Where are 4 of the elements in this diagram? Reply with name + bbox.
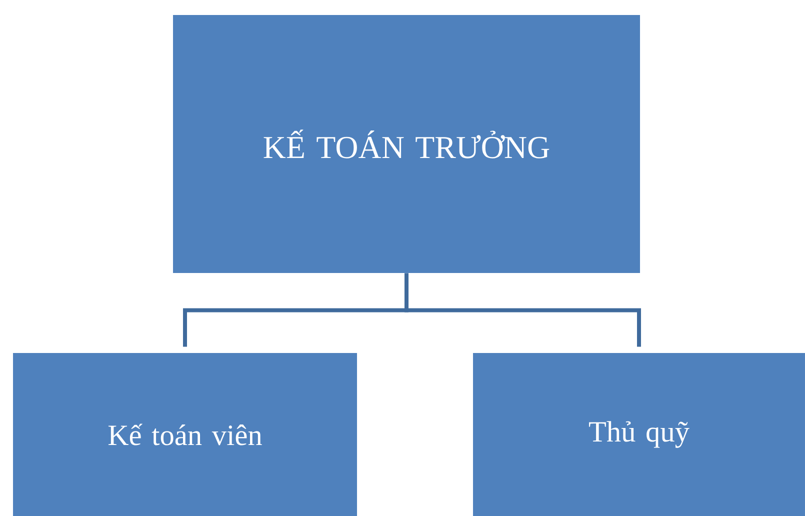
process-box: Kế toán viên (13, 353, 357, 516)
connector-line (404, 273, 641, 347)
process-box: KẾ TOÁN TRƯỞNG (173, 15, 640, 273)
process-box: Thủ quỹ (473, 353, 805, 516)
